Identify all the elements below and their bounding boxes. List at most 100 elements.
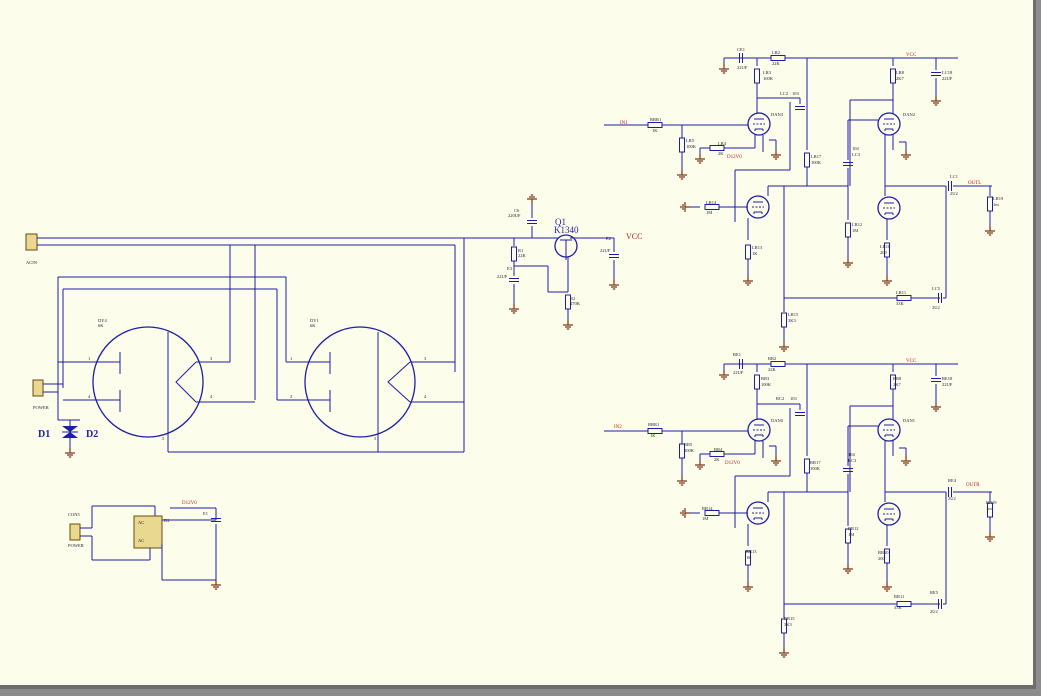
bottom-lr5: RR5 [684, 442, 693, 447]
top-lc1-v: 2U2 [950, 191, 958, 196]
vcc-label: VCC [626, 232, 642, 241]
transformer-right-label: DY1 [310, 318, 319, 323]
top-lr4: LR4 [718, 141, 727, 146]
bottom-lr15-v: 3K3 [784, 622, 792, 627]
bottom-rrr1: RRR1 [648, 422, 659, 427]
c6-label: C6 [514, 208, 520, 213]
power-connector[interactable] [32, 379, 44, 397]
bottom-lr12-v: 1M [848, 532, 854, 537]
r1-value: 22K [518, 253, 527, 258]
top-lr17-v: 100K [811, 160, 822, 165]
top-lr3-v: 100K [763, 76, 774, 81]
top-lr17: LR17 [811, 154, 822, 159]
bottom-lc2: RC2 [776, 396, 784, 401]
r2-label: R2 [570, 296, 575, 301]
acin-connector[interactable] [25, 233, 38, 251]
bottom-lr2-v: 22K [768, 367, 777, 372]
heater-power-label: POWER [68, 543, 84, 548]
pin-1-right: 1 [290, 356, 292, 361]
diode-d1-symbol [62, 426, 78, 432]
bottom-lc4-v: RC3 [848, 458, 857, 463]
bridge-label: D2 [164, 518, 170, 523]
top-lr14: LR14 [706, 200, 717, 205]
top-lr4-v: 2K [718, 151, 724, 156]
r2-value: 470K [570, 301, 581, 306]
bottom-lr17: RR17 [810, 460, 821, 465]
bottom-lc5: RE5 [930, 590, 939, 595]
amplifier-bottom-labels: VCC IN2 OUTR D12V0 DAN0 DAN1 RE1 22UF RR… [614, 352, 997, 627]
bottom-tube-b: DAN1 [903, 418, 915, 423]
bottom-lr12: RR12 [848, 526, 859, 531]
power-supply-section [25, 233, 465, 458]
top-lr11: LR11 [896, 290, 906, 295]
top-lr13-v: 1K [752, 251, 758, 256]
top-lc18-v: 22UF [942, 76, 953, 81]
bridge-pin-ac2: AC [138, 538, 144, 543]
top-ce1-v: 22UF [737, 65, 748, 70]
top-out: OUTL [968, 181, 981, 186]
top-lr14-v: 1M [706, 210, 712, 215]
bottom-lr4: RR4 [714, 447, 723, 452]
bottom-lr17-v: 100K [810, 466, 821, 471]
d1-label: D1 [38, 429, 50, 440]
top-lr10-v: 200 [880, 250, 888, 255]
d2-label: D2 [86, 429, 98, 440]
r1-label: R1 [518, 248, 523, 253]
top-lr2-v: 22K [772, 61, 781, 66]
bottom-lc1: RE4 [948, 478, 957, 483]
pin-3-left: 3 [210, 356, 213, 361]
transformer-left-label: DY4 [98, 318, 107, 323]
bottom-lr11: RR11 [894, 594, 904, 599]
bottom-ce1-v: 22UF [733, 370, 744, 375]
con5-label: CON5 [68, 512, 81, 517]
top-lr5-v: 100K [686, 144, 697, 149]
pin-5-right: 5 [374, 436, 377, 441]
pin-4-left-out: 4 [210, 394, 213, 399]
top-lr12-v: 1M [852, 228, 858, 233]
top-lc4: 104 [852, 146, 860, 151]
bridge-pin-ac1: AC [138, 520, 144, 525]
bottom-lr10-v: 200 [878, 556, 886, 561]
heater-supply-section [69, 505, 222, 590]
bottom-lr10: RR10 [878, 550, 889, 555]
bottom-out: OUTR [966, 483, 980, 488]
top-lr11-v: 33K [896, 301, 905, 306]
bottom-heater: D12V0 [725, 461, 740, 466]
transformer-right-symbol [304, 326, 416, 438]
bottom-lr3-v: 100K [761, 382, 772, 387]
bottom-vcc: VCC [906, 359, 917, 364]
top-lr15: LR15 [788, 312, 799, 317]
top-rrr1-v: 1K [652, 128, 658, 133]
top-lr19: LR19 [993, 196, 1004, 201]
bottom-in: IN2 [614, 425, 622, 430]
con5-connector[interactable] [69, 523, 81, 541]
bottom-lr13: RR13 [746, 549, 757, 554]
q1-part: K1340 [554, 225, 579, 235]
e3-label: E3 [507, 266, 513, 271]
bottom-lr8: RR8 [893, 376, 902, 381]
bottom-lr4-v: 2K [714, 457, 720, 462]
bottom-tube-a: DAN0 [771, 418, 784, 423]
q1-label: Q1 [555, 217, 566, 227]
top-heater: D12V0 [727, 155, 742, 160]
top-lc5: LC5 [932, 286, 941, 291]
top-lc2: LC2 [780, 91, 788, 96]
bottom-lc18-v: 22UF [942, 382, 953, 387]
top-lr12: LR12 [852, 222, 862, 227]
bottom-lr14-v: 1M [702, 516, 708, 521]
pin-3-right: 3 [424, 356, 427, 361]
top-tube-b: DAN2 [903, 112, 915, 117]
bottom-lc4: 104 [848, 452, 856, 457]
bridge-rectifier [133, 515, 163, 549]
top-in: IN1 [620, 121, 628, 126]
bottom-lc5-v: 2U2 [930, 609, 938, 614]
bottom-lr3: RR3 [761, 376, 770, 381]
bottom-lr5-v: 100K [684, 448, 695, 453]
bottom-lr15: RR15 [784, 616, 795, 621]
bottom-lc1-v: 2U2 [948, 496, 956, 501]
c6-value: 220UF [508, 213, 521, 218]
top-lr10: LR10 [880, 244, 891, 249]
top-vcc: VCC [906, 53, 917, 58]
bottom-lr2: RR2 [768, 356, 776, 361]
pin-4-left: 4 [88, 394, 91, 399]
